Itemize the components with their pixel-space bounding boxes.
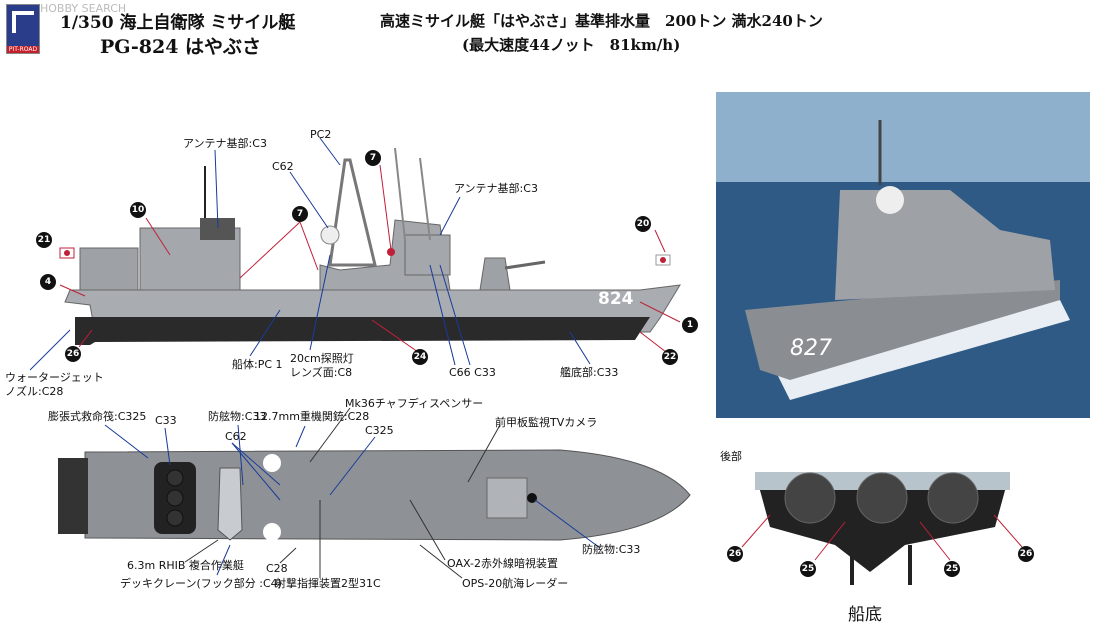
marker-7: 7 xyxy=(292,206,308,222)
leader-lines-blue xyxy=(29,137,591,371)
stern-leader-lines xyxy=(741,514,1023,561)
marker-20: 20 xyxy=(635,216,651,232)
label-stern: 後部 xyxy=(720,450,742,463)
label-fender-fwd: 防舷物:C33 xyxy=(582,543,641,556)
marker-21: 21 xyxy=(36,232,52,248)
label-rhib: 6.3m RHIB 複合作業艇 xyxy=(127,559,244,572)
label-machine-gun: 12.7mm重機関銃:C28 xyxy=(254,410,370,423)
top-view-ship xyxy=(58,449,691,541)
label-tv-camera: 前甲板監視TVカメラ xyxy=(495,416,598,429)
label-liferaft: 膨張式救命筏:C325 xyxy=(48,410,147,423)
stern-view xyxy=(755,472,1010,585)
marker-4: 4 xyxy=(40,274,56,290)
ship-photo: 827 xyxy=(716,92,1090,418)
watermark: HOBBY SEARCH xyxy=(40,2,127,15)
leader-lines-red xyxy=(59,164,681,353)
label-waterjet-1: ウォータージェット xyxy=(5,371,104,384)
title-line-1: 1/350 海上自衛隊 ミサイル艇 xyxy=(60,13,296,33)
side-view-ship: 824 xyxy=(59,147,681,345)
label-c62-top: C62 xyxy=(225,430,247,443)
marker-1: 1 xyxy=(682,317,698,333)
pit-road-logo: PIT-ROAD xyxy=(6,4,40,54)
logo-text: PIT-ROAD xyxy=(7,46,39,53)
label-ops: OPS-20航海レーダー xyxy=(462,577,569,590)
label-antenna-base-aft: アンテナ基部:C3 xyxy=(183,137,267,150)
label-waterjet-2: ノズル:C28 xyxy=(5,385,64,398)
marker-7: 7 xyxy=(365,150,381,166)
marker-22: 22 xyxy=(662,349,678,365)
label-fender-aft: 防舷物:C33 xyxy=(208,410,267,423)
label-c28: C28 xyxy=(266,562,288,575)
marker-26: 26 xyxy=(1018,546,1034,562)
marker-24: 24 xyxy=(412,349,428,365)
label-oax: OAX-2赤外線暗視装置 xyxy=(447,557,558,570)
hull-number: 824 xyxy=(598,289,634,309)
label-fcs: 射撃指揮装置2型31C xyxy=(275,577,381,590)
label-ship-bottom: 船底 xyxy=(848,605,882,625)
label-c325: C325 xyxy=(365,424,394,437)
label-bottom: 艦底部:C33 xyxy=(560,366,619,379)
label-c33: C33 xyxy=(155,414,177,427)
marker-25: 25 xyxy=(800,561,816,577)
label-pc2: PC2 xyxy=(310,128,332,141)
top-leader-lines xyxy=(104,424,601,576)
label-c66-c33: C66 C33 xyxy=(449,366,496,379)
label-antenna-base-fwd: アンテナ基部:C3 xyxy=(454,182,538,195)
label-hull: 船体:PC 1 xyxy=(232,358,283,371)
spec-line-2: (最大速度44ノット 81km/h) xyxy=(462,36,681,54)
photo-hull-number: 827 xyxy=(790,336,832,361)
label-mk36: Mk36チャフディスペンサー xyxy=(345,397,484,410)
title-line-2: PG-824 はやぶさ xyxy=(100,36,262,58)
top-leader-lines-black xyxy=(184,407,501,579)
marker-26: 26 xyxy=(727,546,743,562)
label-crane: デッキクレーン(フック部分 :C4) xyxy=(120,577,282,590)
label-c62: C62 xyxy=(272,160,294,173)
marker-25: 25 xyxy=(944,561,960,577)
marker-10: 10 xyxy=(130,202,146,218)
label-searchlight-1: 20cm探照灯 xyxy=(290,352,354,365)
spec-line-1: 高速ミサイル艇「はやぶさ」基準排水量 200トン 満水240トン xyxy=(380,12,823,30)
marker-26: 26 xyxy=(65,346,81,362)
label-searchlight-2: レンズ面:C8 xyxy=(290,366,353,379)
